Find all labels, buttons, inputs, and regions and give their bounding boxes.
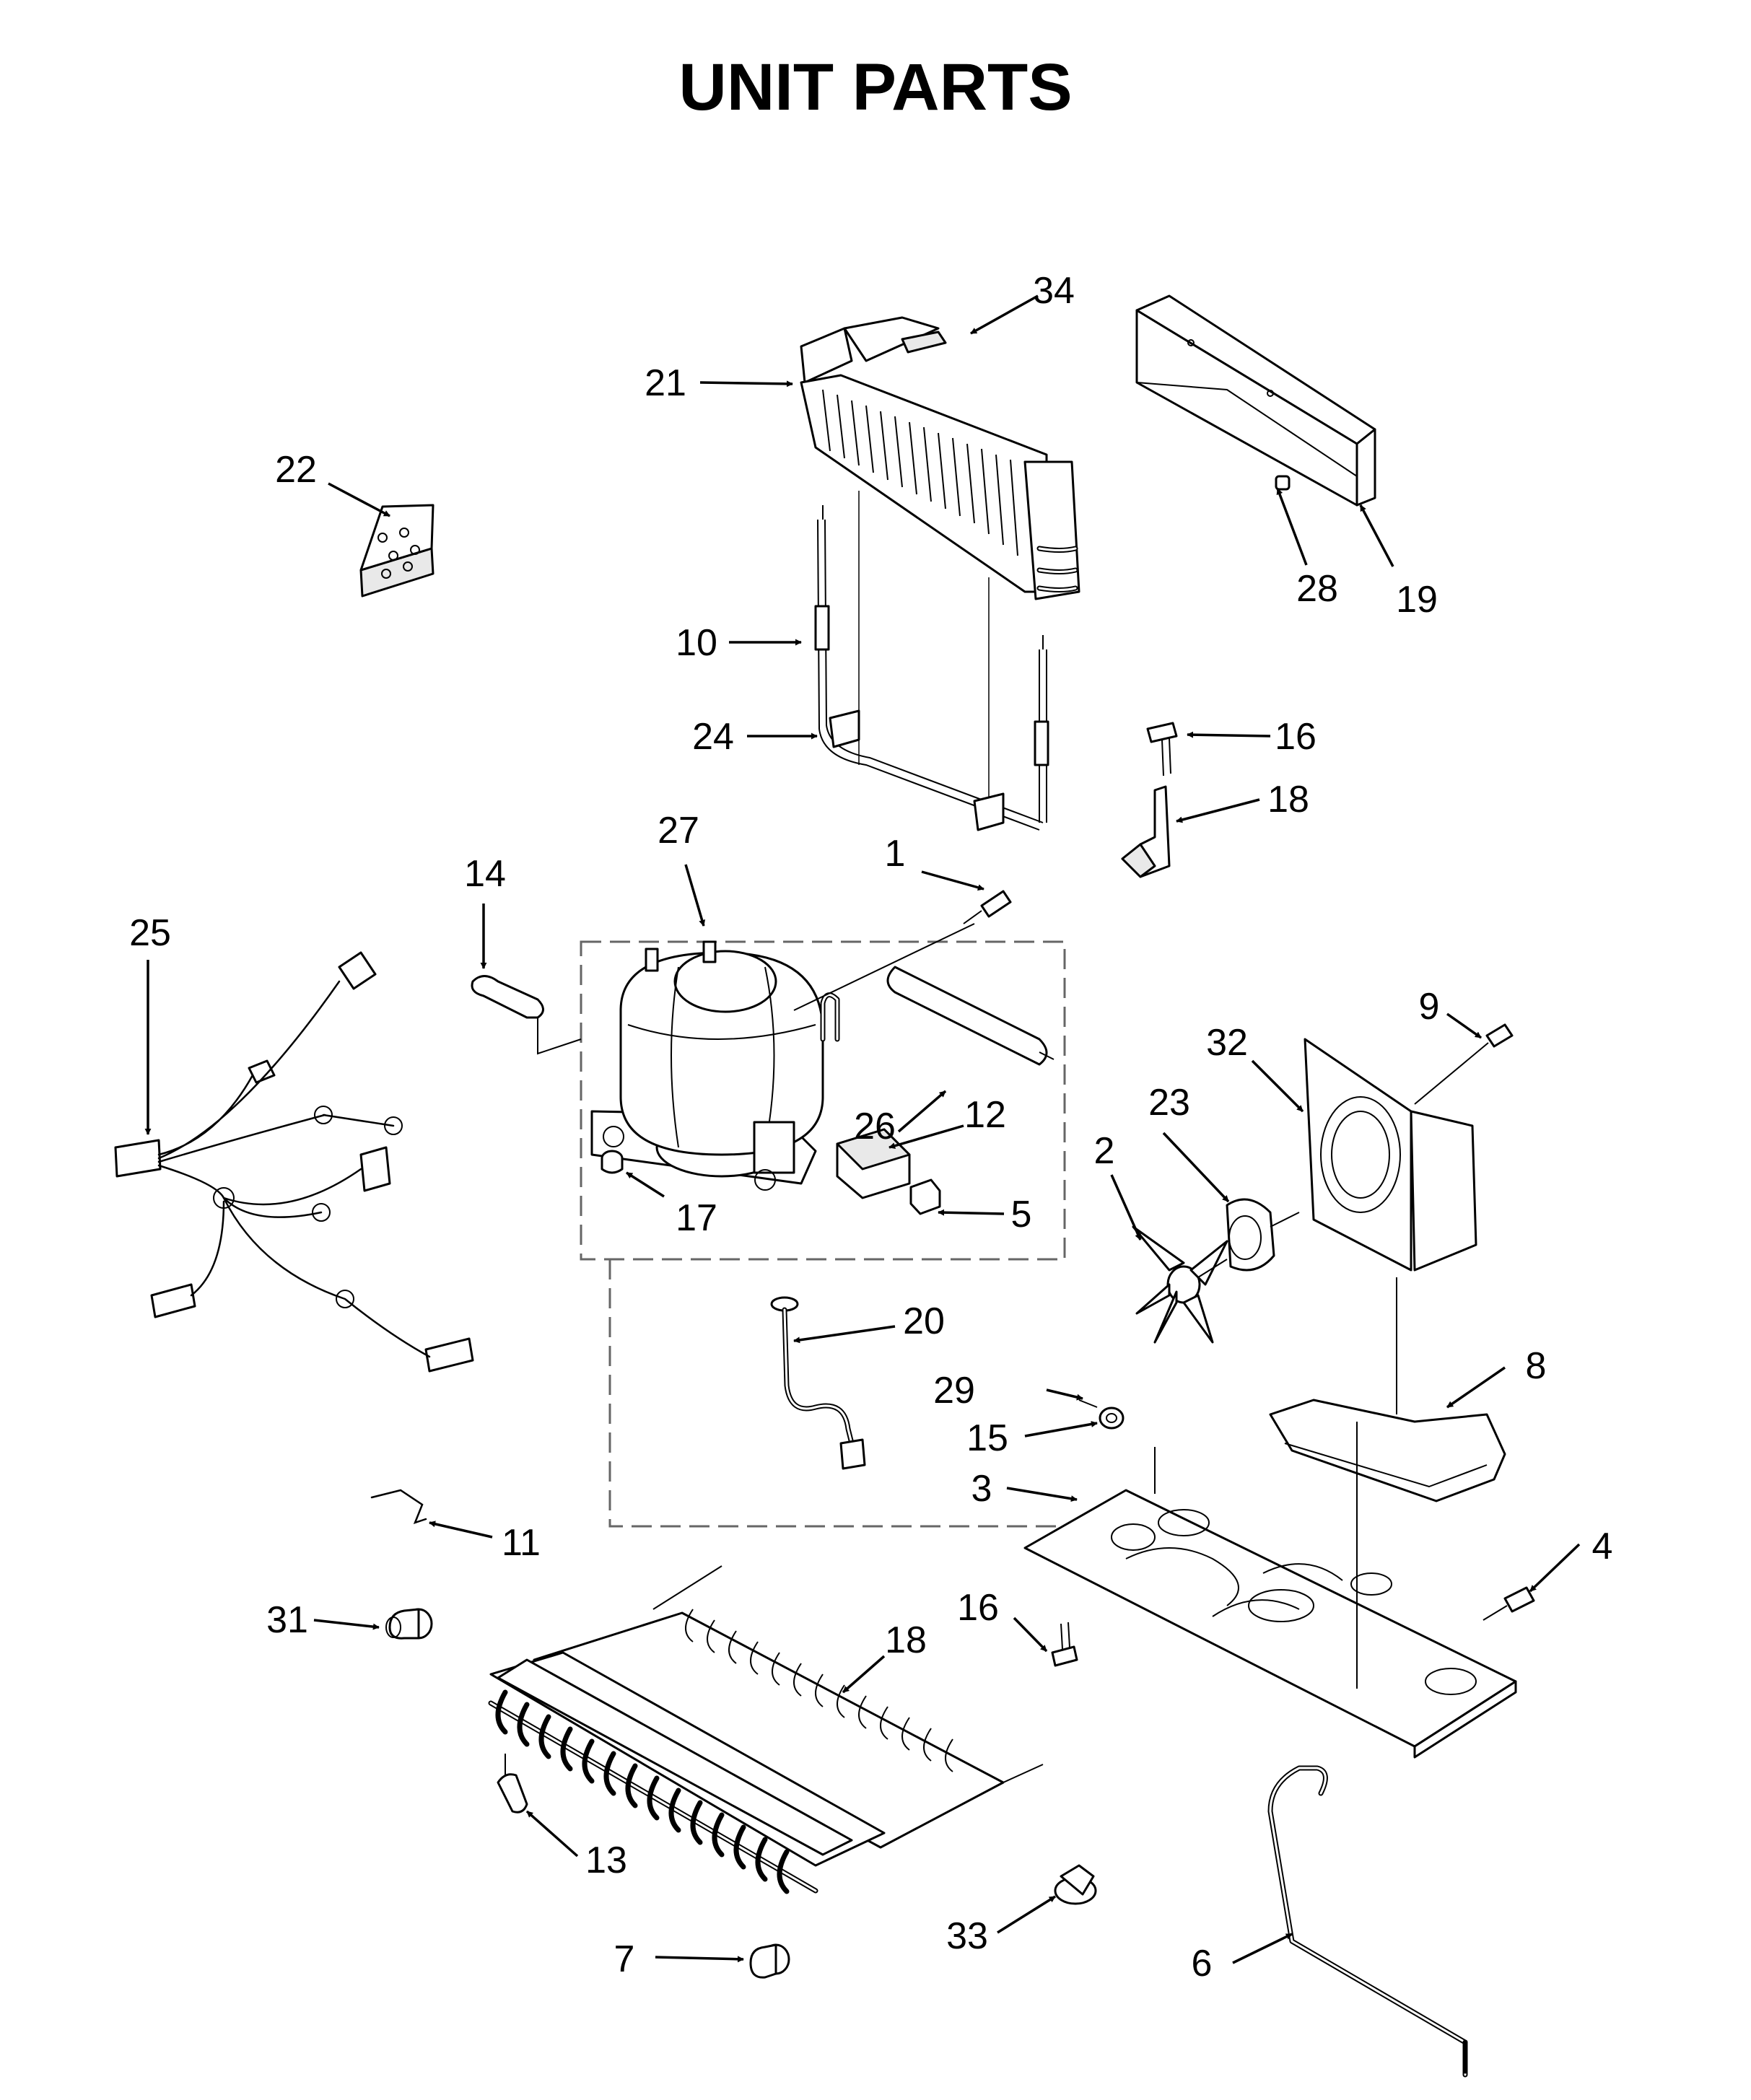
callout-9: 9	[1419, 986, 1440, 1028]
part-3-base-plate	[1023, 1447, 1517, 1759]
part-31-shroud	[1304, 1038, 1477, 1272]
callout-22: 21	[645, 362, 686, 404]
callout-7: 7	[614, 1938, 635, 1980]
callout-16-bottom: 16	[957, 1587, 999, 1629]
callout-23: 22	[275, 449, 317, 491]
part-24-fan-motor	[1226, 1198, 1300, 1272]
callout-32: 31	[266, 1599, 308, 1641]
part-33-thermostat	[1054, 1864, 1097, 1905]
callout-2: 2	[1094, 1130, 1115, 1172]
part-6-rod	[1267, 1765, 1468, 2078]
callout-16-top: 16	[1275, 716, 1316, 758]
callout-10: 10	[676, 622, 717, 664]
part-19-bracket	[1121, 785, 1171, 878]
callout-27: 26	[854, 1106, 896, 1147]
callout-3: 3	[971, 1468, 992, 1510]
part-32-plug	[385, 1608, 433, 1640]
callout-30: 29	[933, 1370, 975, 1412]
callout-18: 18	[885, 1619, 927, 1661]
callout-12: 12	[964, 1094, 1006, 1136]
callout-25: 24	[692, 716, 734, 758]
callout-labels: 34 21 22 28 19 10 24 16 18 27 1 14 25 32…	[129, 270, 1612, 1985]
page-title: UNIT PARTS	[678, 51, 1072, 124]
callout-13: 13	[585, 1839, 627, 1881]
part-30-pin	[1078, 1399, 1098, 1408]
part-29-clip	[1275, 475, 1291, 491]
part-25-bracket	[829, 709, 1005, 831]
part-20-cover	[1135, 294, 1376, 507]
callout-6: 6	[1192, 1943, 1213, 1985]
part-13-clip	[497, 1754, 528, 1814]
part-9-screw	[1414, 1023, 1514, 1105]
part-21-drain-tube	[770, 1296, 866, 1470]
part-4-screw	[1483, 1586, 1535, 1621]
part-22-condenser	[800, 316, 1080, 600]
callout-14: 14	[464, 853, 506, 895]
compressor-assembly-outline	[580, 940, 1104, 1528]
part-5-cap	[909, 1178, 941, 1215]
part-18-evaporator	[488, 1565, 1044, 1894]
part-27-filter-drier	[886, 966, 1054, 1066]
part-15-grommet	[1099, 1406, 1125, 1430]
callout-21: 20	[903, 1300, 945, 1342]
part-8-bracket	[1269, 1277, 1506, 1559]
part-2-fan-blade	[1132, 1225, 1228, 1344]
callout-5: 5	[1011, 1194, 1032, 1235]
part-26-wire-harness	[114, 951, 474, 1373]
part-14-link	[471, 975, 582, 1055]
part-7-cap	[749, 1943, 790, 1979]
callout-26: 25	[129, 912, 171, 954]
part-17-grommet	[601, 1150, 624, 1174]
part-16-screw-bottom	[1051, 1622, 1078, 1667]
part-28-compressor	[590, 923, 975, 1191]
callout-4: 4	[1592, 1526, 1613, 1567]
part-34-label	[901, 331, 947, 354]
callout-34: 34	[1033, 270, 1075, 312]
callout-29: 28	[1296, 568, 1338, 610]
callout-1: 1	[885, 833, 906, 875]
callout-8: 8	[1526, 1345, 1547, 1387]
part-16-screw-top	[1146, 722, 1178, 776]
part-23-control-board	[359, 504, 435, 598]
callout-20: 19	[1396, 579, 1438, 621]
callout-19: 18	[1267, 779, 1309, 821]
part-1-screw	[963, 890, 1012, 924]
callout-24: 23	[1148, 1082, 1190, 1124]
callout-leaders	[144, 294, 1581, 1964]
callout-11: 11	[502, 1522, 541, 1564]
callout-15: 15	[966, 1417, 1008, 1459]
callout-28: 27	[658, 810, 699, 852]
callout-17: 17	[676, 1197, 717, 1239]
callout-33: 33	[946, 1915, 988, 1957]
callout-31: 32	[1206, 1022, 1248, 1064]
part-11-wire-clip	[370, 1489, 427, 1525]
